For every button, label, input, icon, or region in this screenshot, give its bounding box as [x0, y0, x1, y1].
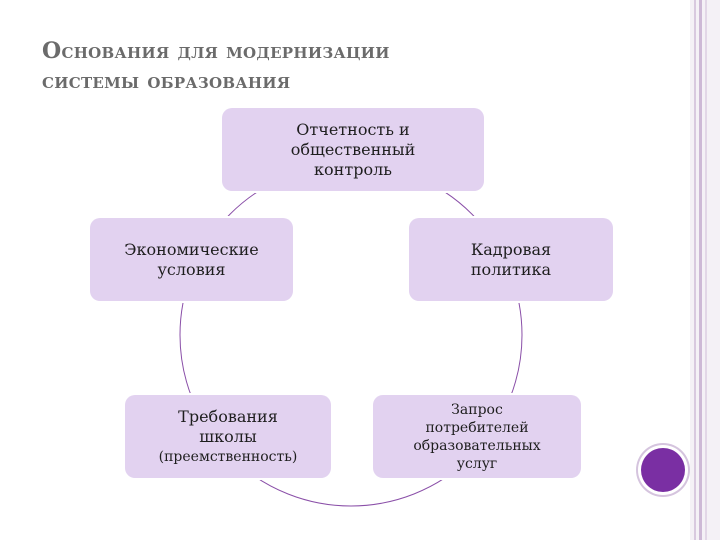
band-line	[705, 0, 707, 540]
node-economic-conditions: Экономические условия	[90, 218, 293, 301]
right-decorative-band	[690, 0, 720, 540]
title-line: Основания для модернизации	[42, 38, 390, 64]
node-line: Требования	[178, 406, 278, 426]
node-subline: (преемственность)	[158, 448, 298, 465]
node-personnel-policy: Кадровая политика	[409, 218, 613, 301]
node-line: Кадровая	[470, 239, 552, 259]
node-line: школы	[199, 426, 257, 446]
slide-title: Основания для модернизации системы образ…	[42, 36, 602, 96]
node-line: потребителей	[425, 419, 529, 436]
node-school-requirements: Требования школы (преемственность)	[125, 395, 331, 478]
accent-circle	[641, 448, 685, 492]
node-line: услуг	[456, 455, 498, 472]
band-line	[694, 0, 696, 540]
node-line: общественный	[290, 139, 416, 159]
node-line: Запрос	[451, 401, 503, 418]
top-edge	[0, 0, 720, 4]
node-line: контроль	[314, 159, 392, 179]
node-line: образовательных	[413, 437, 541, 454]
node-consumer-demand: Запрос потребителей образовательных услу…	[373, 395, 581, 478]
node-line: Экономические	[124, 239, 259, 259]
band-line	[699, 0, 702, 540]
node-line: условия	[157, 259, 226, 279]
node-accountability: Отчетность и общественный контроль	[222, 108, 484, 191]
node-line: политика	[470, 259, 552, 279]
title-line: системы образования	[42, 68, 291, 94]
node-line: Отчетность и	[296, 119, 410, 139]
